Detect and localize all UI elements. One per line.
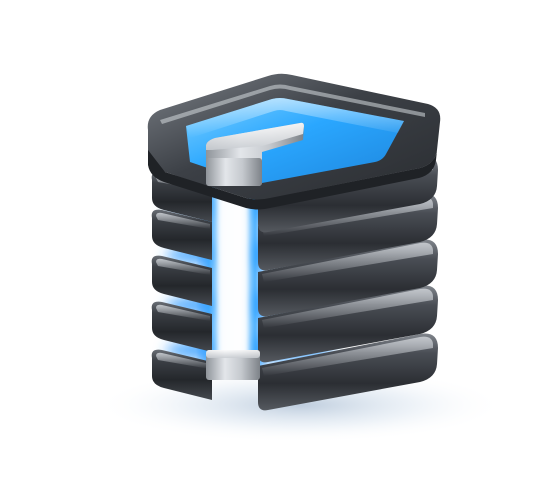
rail-front-highlight [156, 352, 210, 369]
rail-front-highlight [156, 258, 210, 275]
rack-rail [151, 239, 438, 317]
rack-rail [151, 333, 438, 411]
rail-front-highlight [156, 304, 210, 321]
rail-side-highlight [262, 242, 433, 282]
rack-rail [151, 285, 438, 363]
rail-side-highlight [262, 288, 433, 328]
rail-side-highlight [262, 336, 433, 376]
lid-bevel [160, 84, 425, 124]
bottom-clip [206, 350, 260, 380]
rail-front-highlight [156, 212, 210, 229]
top-clip [206, 122, 304, 186]
lid-panel-shine [186, 98, 404, 138]
lid-front-edge [148, 150, 437, 210]
